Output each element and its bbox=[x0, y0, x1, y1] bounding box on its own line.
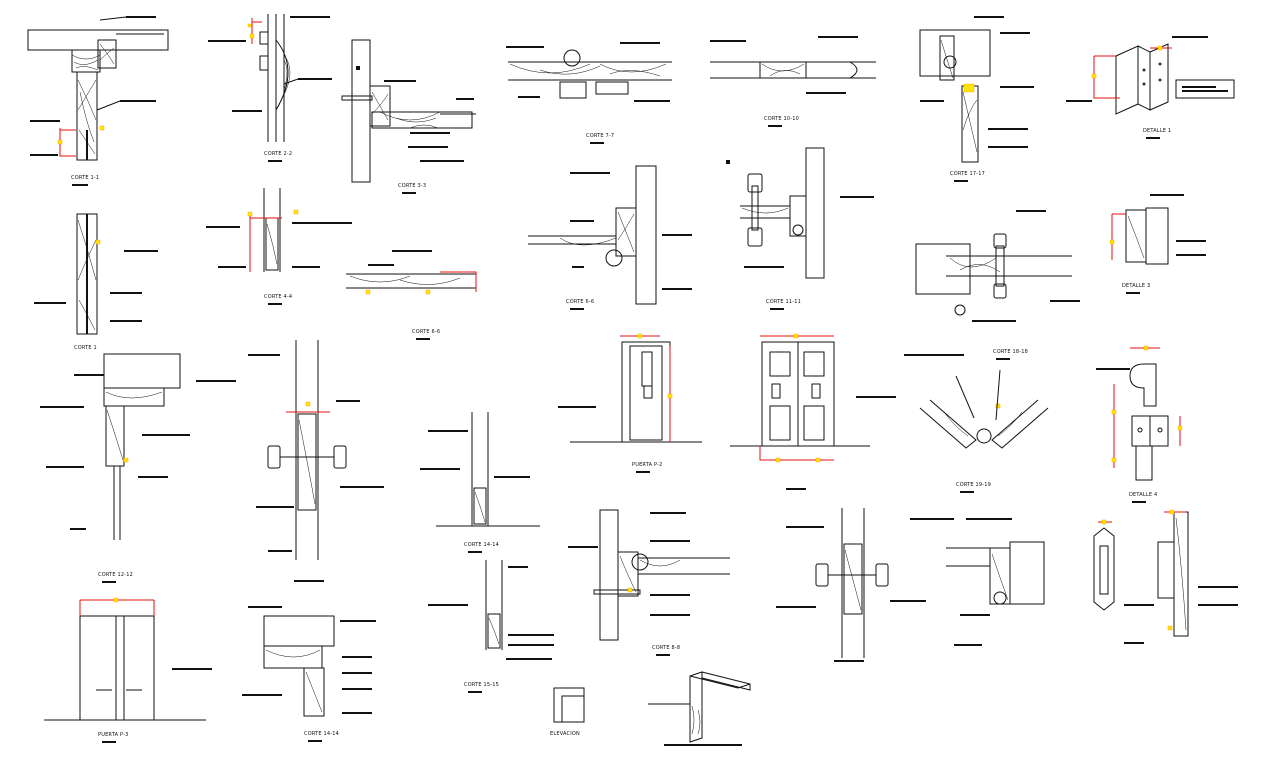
detail-corte-7-7: CORTE 7-7 bbox=[506, 42, 672, 144]
title-corte-14-14a: CORTE 14-14 bbox=[464, 542, 499, 548]
title-corte-7-7: CORTE 7-7 bbox=[586, 133, 614, 139]
detail-hinge-right bbox=[1093, 509, 1238, 644]
detail-corte-left-mid bbox=[34, 213, 158, 335]
detail-double-door bbox=[730, 333, 896, 490]
title-underline bbox=[102, 581, 116, 583]
detail-isometric bbox=[648, 671, 751, 746]
title-corte-19-19: CORTE 19-19 bbox=[956, 482, 991, 488]
detail-puerta-p3: PUERTA P-3 bbox=[44, 597, 212, 743]
detail-corte-6-6-center: CORTE 6-6 bbox=[528, 165, 692, 310]
detail-detalle-1: DETALLE 1 bbox=[1066, 36, 1235, 139]
title-detalle-1: DETALLE 1 bbox=[1143, 128, 1171, 134]
detail-puerta-p2: PUERTA P-2 bbox=[558, 333, 702, 473]
detail-corte-2-2: CORTE 2-2 bbox=[208, 14, 332, 162]
title-puerta-p3: PUERTA P-3 bbox=[98, 732, 129, 738]
title-detalle-3: DETALLE 3 bbox=[1122, 283, 1150, 289]
detail-elevacion: ELEVACION bbox=[550, 687, 585, 737]
detail-corte-11-11: CORTE 11-11 bbox=[726, 147, 874, 310]
title-corte-17-17: CORTE 17-17 bbox=[950, 171, 985, 177]
title-puerta-p2: PUERTA P-2 bbox=[632, 462, 663, 468]
detail-corte-8-8: CORTE 8-8 bbox=[568, 509, 730, 656]
title-corte-row3: CORTE 1 bbox=[74, 345, 97, 351]
title-corte-8-8: CORTE 8-8 bbox=[652, 645, 680, 651]
title-corte-1-1: CORTE 1-1 bbox=[71, 175, 99, 181]
title-corte-15-15: CORTE 15-15 bbox=[464, 682, 499, 688]
detail-detalle-4: DETALLE 4 bbox=[1096, 345, 1183, 503]
detail-corte-knob-2 bbox=[776, 508, 926, 662]
title-corte-12-12: CORTE 12-12 bbox=[98, 572, 133, 578]
detail-corte-14-14-upper: CORTE 14-14 bbox=[420, 412, 540, 553]
detail-corte-15-15: CORTE 15-15 bbox=[428, 560, 554, 693]
title-corte-2-2: CORTE 2-2 bbox=[264, 151, 292, 157]
detail-corte-knob bbox=[248, 340, 384, 582]
title-corte-18-18: CORTE 18-18 bbox=[993, 349, 1028, 355]
title-corte-4-4: CORTE 4-4 bbox=[264, 294, 292, 300]
title-corte-6-6b: CORTE 6-6 bbox=[566, 299, 594, 305]
title-elevacion: ELEVACION bbox=[550, 731, 580, 737]
detail-detalle-3: DETALLE 3 bbox=[1109, 194, 1206, 294]
title-corte-14-14b: CORTE 14-14 bbox=[304, 731, 339, 737]
title-corte-11-11: CORTE 11-11 bbox=[766, 299, 801, 305]
detail-corte-row3-left: CORTE 1 bbox=[40, 345, 236, 540]
detail-corte-14-14-lower: CORTE 14-14 bbox=[242, 606, 376, 742]
title-detalle-4: DETALLE 4 bbox=[1129, 492, 1157, 498]
detail-corte-3-3: CORTE 3-3 bbox=[341, 39, 476, 194]
detail-corte-4-4: CORTE 4-4 bbox=[206, 188, 352, 305]
detail-corte-17-17: CORTE 17-17 bbox=[919, 16, 1034, 182]
title-corte-3-3: CORTE 3-3 bbox=[398, 183, 426, 189]
title-corte-10-10: CORTE 10-10 bbox=[764, 116, 799, 122]
detail-corte-6-6-small: CORTE 6-6 bbox=[346, 250, 477, 340]
title-corte-6-6a: CORTE 6-6 bbox=[412, 329, 440, 335]
detail-corte-18-18: CORTE 18-18 bbox=[904, 210, 1080, 360]
detail-corte-1-1: CORTE 1-1 bbox=[27, 16, 169, 186]
detail-corte-19-19: CORTE 19-19 bbox=[919, 369, 1049, 493]
detail-corte-10-10: CORTE 10-10 bbox=[710, 36, 876, 127]
detail-corte-right-lower bbox=[910, 518, 1045, 646]
